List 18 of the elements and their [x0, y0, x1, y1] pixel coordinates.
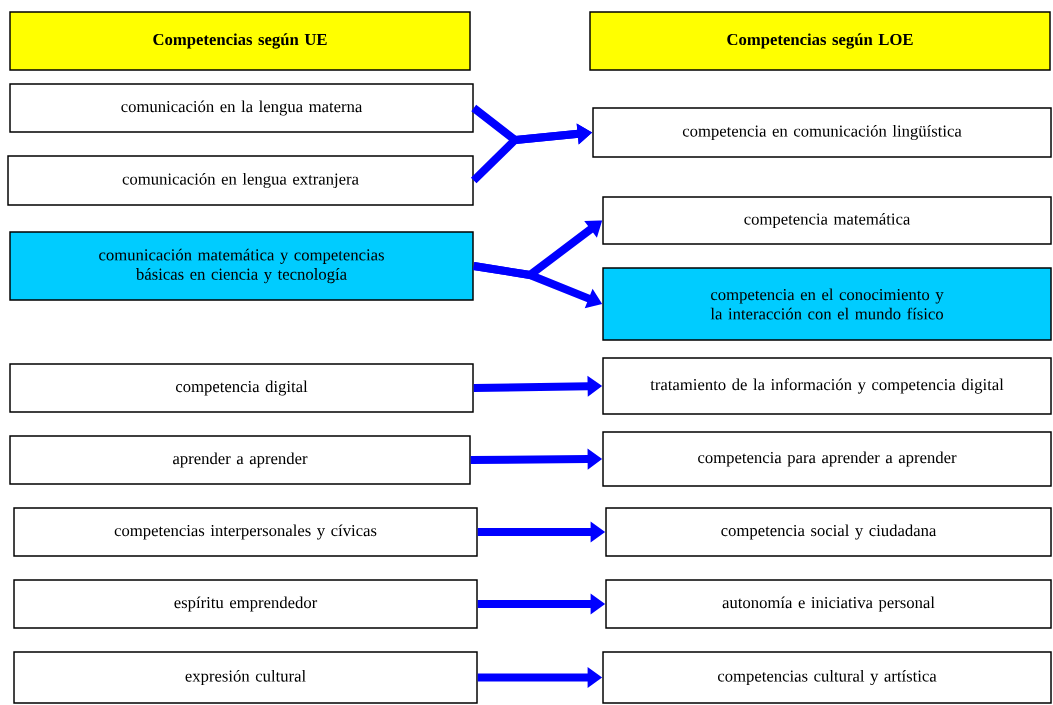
competence-box: espíritu emprendedor	[13, 579, 478, 629]
competence-box: comunicación matemática y competencias básicas en ciencia y tecnología	[9, 231, 474, 301]
competence-box: tratamiento de la información y competencia digital	[602, 357, 1052, 415]
header-box: Competencias según UE	[9, 11, 471, 71]
competence-box: autonomía e iniciativa personal	[605, 579, 1052, 629]
competence-box: comunicación en lengua extranjera	[7, 155, 474, 206]
competence-box: competencia matemática	[602, 196, 1052, 245]
competence-box: competencia en el conocimiento y la interacción con el mundo físico	[602, 267, 1052, 341]
competence-box: competencia digital	[9, 363, 474, 413]
competence-box: expresión cultural	[13, 651, 478, 704]
competence-box: competencia en comunicación lingüística	[592, 107, 1052, 158]
competence-box: competencia social y ciudadana	[605, 507, 1052, 557]
competence-box: aprender a aprender	[9, 435, 471, 485]
competence-box: comunicación en la lengua materna	[9, 83, 474, 133]
competence-box: competencias cultural y artística	[602, 651, 1052, 704]
competence-box: competencias interpersonales y cívicas	[13, 507, 478, 557]
competence-box: competencia para aprender a aprender	[602, 431, 1052, 487]
header-box: Competencias según LOE	[589, 11, 1051, 71]
